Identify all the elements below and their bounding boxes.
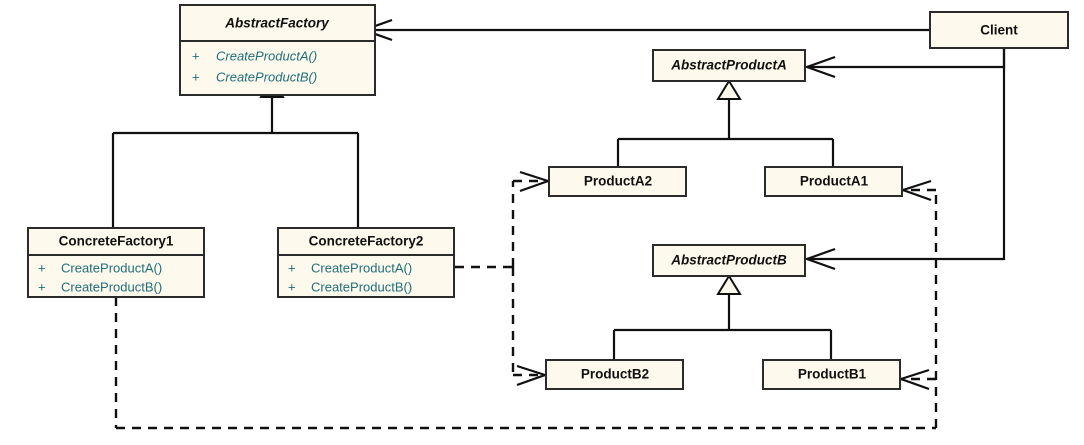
class-name-label: AbstractProductB [670,253,787,268]
hollow-triangle-icon [716,274,742,295]
class-name-label: Client [980,23,1018,38]
class-box-client[interactable]: Client [929,11,1069,49]
edge-client-to-abstractproductb [803,48,1006,271]
edge-dependency-cf2 [455,170,552,387]
member-signature: CreateProductB() [216,69,317,84]
class-box-abstract-product-a[interactable]: AbstractProductA [652,49,806,82]
class-box-frame [179,4,376,96]
member-signature: CreateProductA() [311,260,412,275]
member-signature: CreateProductB() [61,279,162,294]
class-box-frame [27,227,205,298]
edge-line [807,48,1006,69]
member-signature: CreateProductA() [61,260,162,275]
class-box-abstract-product-b[interactable]: AbstractProductB [652,244,806,277]
class-box-product-a1[interactable]: ProductA1 [764,166,903,197]
class-name-label: ProductB1 [798,367,867,382]
class-name-label: ProductA2 [584,174,652,189]
class-box-frame [652,49,806,82]
member-signature: CreateProductA() [216,48,317,63]
member-visibility: + [192,69,200,84]
class-box-frame [548,166,687,197]
class-name-label: AbstractProductA [670,58,787,73]
edge-generalization-factories [111,76,360,228]
hollow-triangle-icon [716,79,742,100]
class-name-label: AbstractFactory [224,16,330,31]
edge-client-to-abstractfactory [360,18,930,42]
class-box-concrete-factory-1[interactable]: ConcreteFactory1 + CreateProductA() + Cr… [27,227,205,298]
class-box-product-a2[interactable]: ProductA2 [548,166,687,197]
class-box-frame [929,11,1069,49]
class-name-label: ProductB2 [581,367,649,382]
class-box-product-b2[interactable]: ProductB2 [545,359,684,390]
edge-client-to-abstractproducta [803,48,1006,79]
edge-dependency-cf1 [114,179,938,430]
edge-generalization-productb [612,274,833,360]
class-box-concrete-factory-2[interactable]: ConcreteFactory2 + CreateProductA() + Cr… [277,227,455,298]
class-box-frame [545,359,684,390]
class-box-product-b1[interactable]: ProductB1 [762,359,901,390]
arrowhead-open [803,55,836,79]
arrowhead-open [803,247,836,271]
class-box-frame [277,227,455,298]
member-visibility: + [288,279,296,294]
class-name-label: ConcreteFactory2 [309,234,424,249]
edge-generalization-producta [616,79,835,167]
class-name-label: ConcreteFactory1 [59,234,174,249]
member-visibility: + [38,279,46,294]
class-box-abstract-factory[interactable]: AbstractFactory + CreateProductA() + Cre… [179,4,376,96]
member-visibility: + [38,260,46,275]
class-box-frame [764,166,903,197]
edge-layer [111,18,1006,430]
class-box-frame [652,244,806,277]
member-visibility: + [192,48,200,63]
member-signature: CreateProductB() [311,279,412,294]
class-box-frame [762,359,901,390]
member-visibility: + [288,260,296,275]
edge-line [807,48,1006,261]
class-name-label: ProductA1 [800,174,869,189]
